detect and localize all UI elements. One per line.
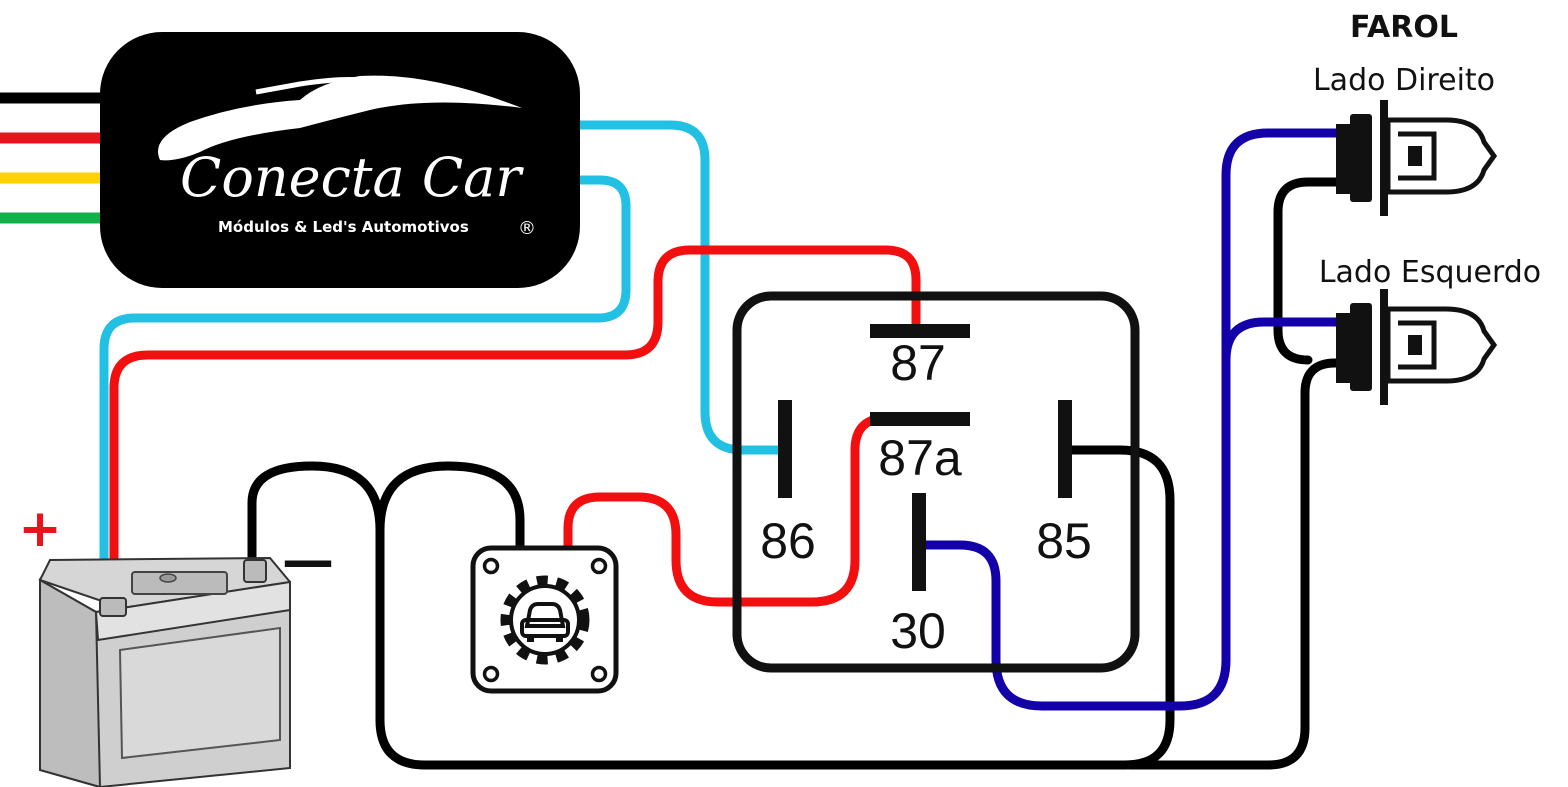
terminal-negative (243, 559, 267, 583)
module-box: Conecta Car Módulos & Led's Automotivos … (100, 32, 580, 288)
switch-screw (590, 665, 608, 683)
bulb-connector (1336, 313, 1350, 383)
switch (470, 545, 619, 694)
battery-vent-cap (159, 573, 177, 583)
terminal-positive (99, 597, 127, 617)
battery-side (39, 578, 102, 787)
bulb-glass (1385, 117, 1498, 195)
wire-ground-to-headlights (1125, 358, 1353, 770)
wire-ground-to-switch (375, 461, 525, 553)
gear-teeth (500, 575, 590, 665)
right-headlight-label: Lado Direito (1313, 63, 1495, 98)
bulb-glass (1385, 306, 1498, 384)
headlights-title: FAROL (1350, 10, 1458, 45)
logo-brand: Conecta Car (180, 146, 524, 209)
wire-right-headlight-ground (1273, 177, 1353, 365)
wire-30-to-headlights (917, 128, 1353, 711)
wire-battery-negative (247, 445, 1175, 770)
relay-pin-87a (870, 412, 970, 426)
bulb-filament (1398, 320, 1437, 370)
headlight-bulb-icon (1336, 100, 1498, 216)
bulb-filament (1398, 131, 1437, 181)
bulb-filament-core (1408, 335, 1422, 355)
relay-pin-30 (912, 493, 926, 591)
battery-vent (131, 571, 228, 595)
left-headlight-label: Lado Esquerdo (1319, 255, 1541, 290)
label-87: 87 (890, 335, 946, 391)
car-body (520, 618, 570, 638)
car-gear-icon (500, 575, 590, 665)
wire-battery-to-87 (109, 245, 921, 605)
bulb-flange (1380, 100, 1388, 216)
bulb-filament-core (1408, 146, 1422, 166)
relay-body (732, 291, 1140, 673)
label-85: 85 (1036, 513, 1092, 569)
car-cabin (524, 602, 566, 628)
label-30: 30 (890, 603, 946, 659)
headlight-bulb-icon (1336, 289, 1498, 405)
bulb-connector (1336, 124, 1350, 194)
car-wheel (556, 636, 563, 642)
relay-pin-87 (870, 324, 970, 338)
bulb-base (1350, 114, 1372, 202)
wire-module-to-86 (570, 120, 791, 455)
battery: + — (18, 499, 334, 787)
wire-switch-to-87a (563, 413, 921, 607)
battery-label (118, 626, 281, 760)
logo-subtitle: Módulos & Led's Automotivos (218, 218, 469, 236)
logo-car-outline (158, 75, 522, 161)
bulb-base (1350, 303, 1372, 391)
switch-screw (482, 557, 500, 575)
logo-registered: ® (518, 218, 536, 239)
wire-module-to-battery (99, 175, 631, 605)
label-86: 86 (760, 513, 816, 569)
switch-screw (590, 557, 608, 575)
relay-pin-86 (778, 400, 792, 498)
relay: 87 87a 86 85 30 (732, 291, 1140, 673)
car-wheel (527, 636, 534, 642)
bulb-flange (1380, 289, 1388, 405)
relay-pin-85 (1058, 400, 1072, 498)
logo-car-roof (255, 77, 361, 95)
negative-sign: — (282, 531, 334, 591)
switch-screw (482, 665, 500, 683)
label-87a: 87a (878, 430, 962, 486)
positive-sign: + (18, 499, 62, 559)
wire-blue-left-branch (1221, 317, 1353, 365)
